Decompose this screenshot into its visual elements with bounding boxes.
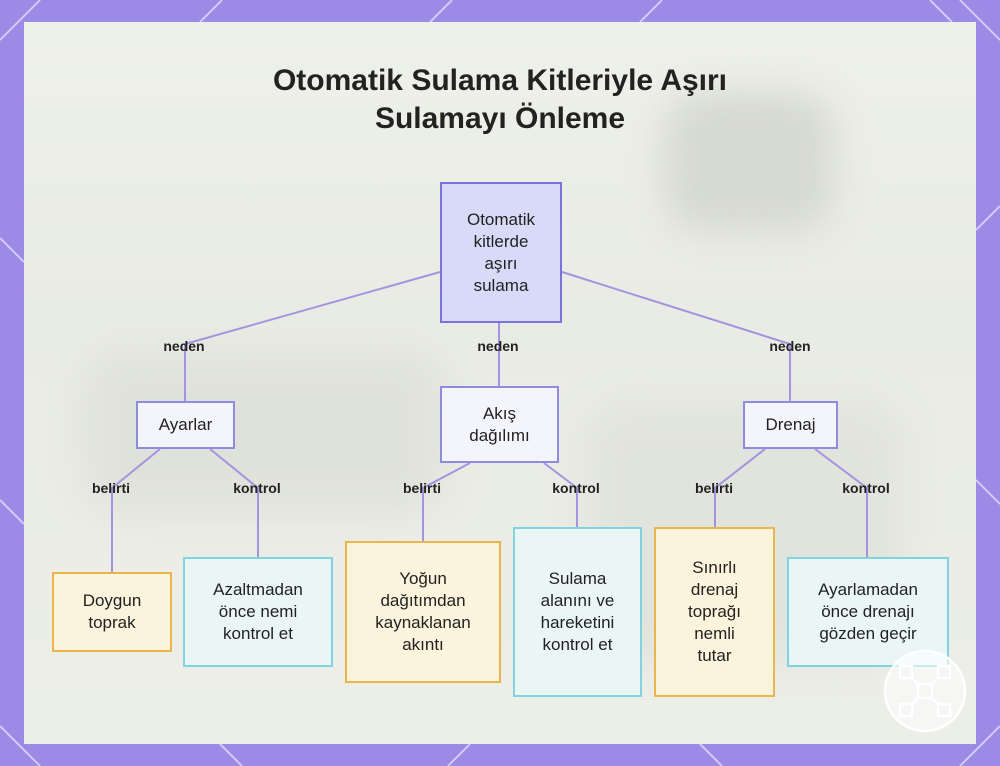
edge-akis-sulama <box>543 462 578 527</box>
node-text: drenaj <box>690 580 739 599</box>
edge-ayarlar-azaltmadan <box>209 448 259 557</box>
node-text: Doygun <box>82 591 142 610</box>
node-azaltmadan: Azaltmadan önce nemi kontrol et <box>183 557 333 667</box>
edge-ayarlar-doygun <box>111 448 161 572</box>
edge-label-neden: neden <box>769 338 811 354</box>
node-text: toprağı <box>688 602 741 621</box>
node-text: kitlerde <box>473 231 529 251</box>
edge-akis-yogun <box>422 462 471 541</box>
node-text: Sınırlı <box>692 558 737 577</box>
node-text: önce drenajı <box>821 602 915 621</box>
node-text: Azaltmadan <box>213 580 303 599</box>
edge-drenaj-ayarlamadan <box>814 448 868 557</box>
node-text: toprak <box>88 613 136 632</box>
title-line-2: Sulamayı Önleme <box>374 102 626 135</box>
edge-root-drenaj <box>561 271 791 401</box>
node-text: kontrol et <box>223 624 293 643</box>
node-text: kaynaklanan <box>375 613 471 632</box>
edge-label-belirti: belirti <box>402 480 442 496</box>
node-sulama-alani: Sulama alanını ve hareketini kontrol et <box>513 527 642 697</box>
node-text: hareketini <box>540 613 615 632</box>
node-root: Otomatik kitlerde aşırı sulama <box>440 182 562 323</box>
node-text: dağıtımdan <box>380 591 466 610</box>
edge-drenaj-sinirli <box>714 448 766 527</box>
network-nodes-icon <box>883 649 967 733</box>
node-text: Ayarlar <box>158 415 213 434</box>
node-ayarlamadan: Ayarlamadan önce drenajı gözden geçir <box>787 557 949 667</box>
node-text: sulama <box>473 275 529 295</box>
node-text: Yoğun <box>399 569 447 588</box>
title-line-1: Otomatik Sulama Kitleriyle Aşırı <box>272 64 728 97</box>
edge-label-kontrol: kontrol <box>552 480 600 496</box>
edge-label-neden: neden <box>477 338 519 354</box>
node-yogun-akinti: Yoğun dağıtımdan kaynaklanan akıntı <box>345 541 501 683</box>
edge-label-belirti: belirti <box>694 480 734 496</box>
node-text: dağılımı <box>469 425 530 445</box>
node-drenaj: Drenaj <box>743 401 838 449</box>
edge-label-belirti: belirti <box>91 480 131 496</box>
edge-label-kontrol: kontrol <box>842 480 890 496</box>
edge-root-ayarlar <box>184 271 441 401</box>
node-text: aşırı <box>484 253 518 273</box>
node-akis-dagilimi: Akış dağılımı <box>440 386 559 463</box>
node-doygun-toprak: Doygun toprak <box>52 572 172 652</box>
edge-label-neden: neden <box>163 338 205 354</box>
node-text: alanını ve <box>540 591 615 610</box>
node-text: Akış <box>482 403 517 423</box>
node-text: önce nemi <box>218 602 298 621</box>
background-blur-shape <box>664 92 834 232</box>
page-title: Otomatik Sulama Kitleriyle Aşırı Sulamay… <box>0 62 1000 138</box>
node-text: Ayarlamadan <box>818 580 918 599</box>
node-sinirli-drenaj: Sınırlı drenaj toprağı nemli tutar <box>654 527 775 697</box>
node-text: gözden geçir <box>819 624 917 643</box>
node-text: nemli <box>694 624 735 643</box>
node-text: Drenaj <box>765 415 816 434</box>
edge-label-kontrol: kontrol <box>233 480 281 496</box>
node-text: kontrol et <box>542 635 613 654</box>
node-text: tutar <box>697 646 732 665</box>
node-text: Sulama <box>548 569 607 588</box>
node-text: akıntı <box>402 635 444 654</box>
node-text: Otomatik <box>466 209 536 229</box>
node-ayarlar: Ayarlar <box>136 401 235 449</box>
